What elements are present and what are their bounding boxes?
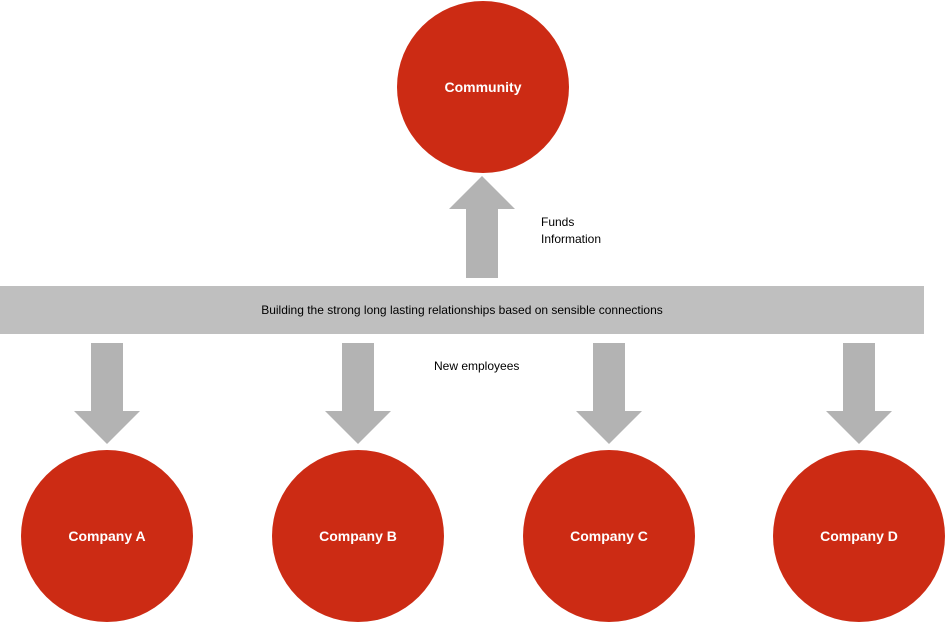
down-arrow-company-d [826,343,892,444]
company-c-node: Company C [523,450,695,622]
information-label: Information [541,232,602,246]
down-arrow-company-a [74,343,140,444]
up-arrow [449,176,515,278]
down-arrow-company-b [325,343,391,444]
company-d-node: Company D [773,450,945,622]
up-flow-labels: Funds Information [541,214,601,248]
company-b-label: Company B [319,528,397,544]
community-label: Community [444,79,522,95]
company-a-node: Company A [21,450,193,622]
company-a-label: Company A [68,528,146,544]
down-arrow-company-c [576,343,642,444]
new-employees-label: New employees [434,359,520,373]
relationship-band: Building the strong long lasting relatio… [0,286,924,334]
company-c-label: Company C [570,528,648,544]
company-d-label: Company D [820,528,898,544]
community-node: Community [397,1,569,173]
company-b-node: Company B [272,450,444,622]
funds-label: Funds [541,215,575,229]
relationship-band-label: Building the strong long lasting relatio… [261,303,663,317]
